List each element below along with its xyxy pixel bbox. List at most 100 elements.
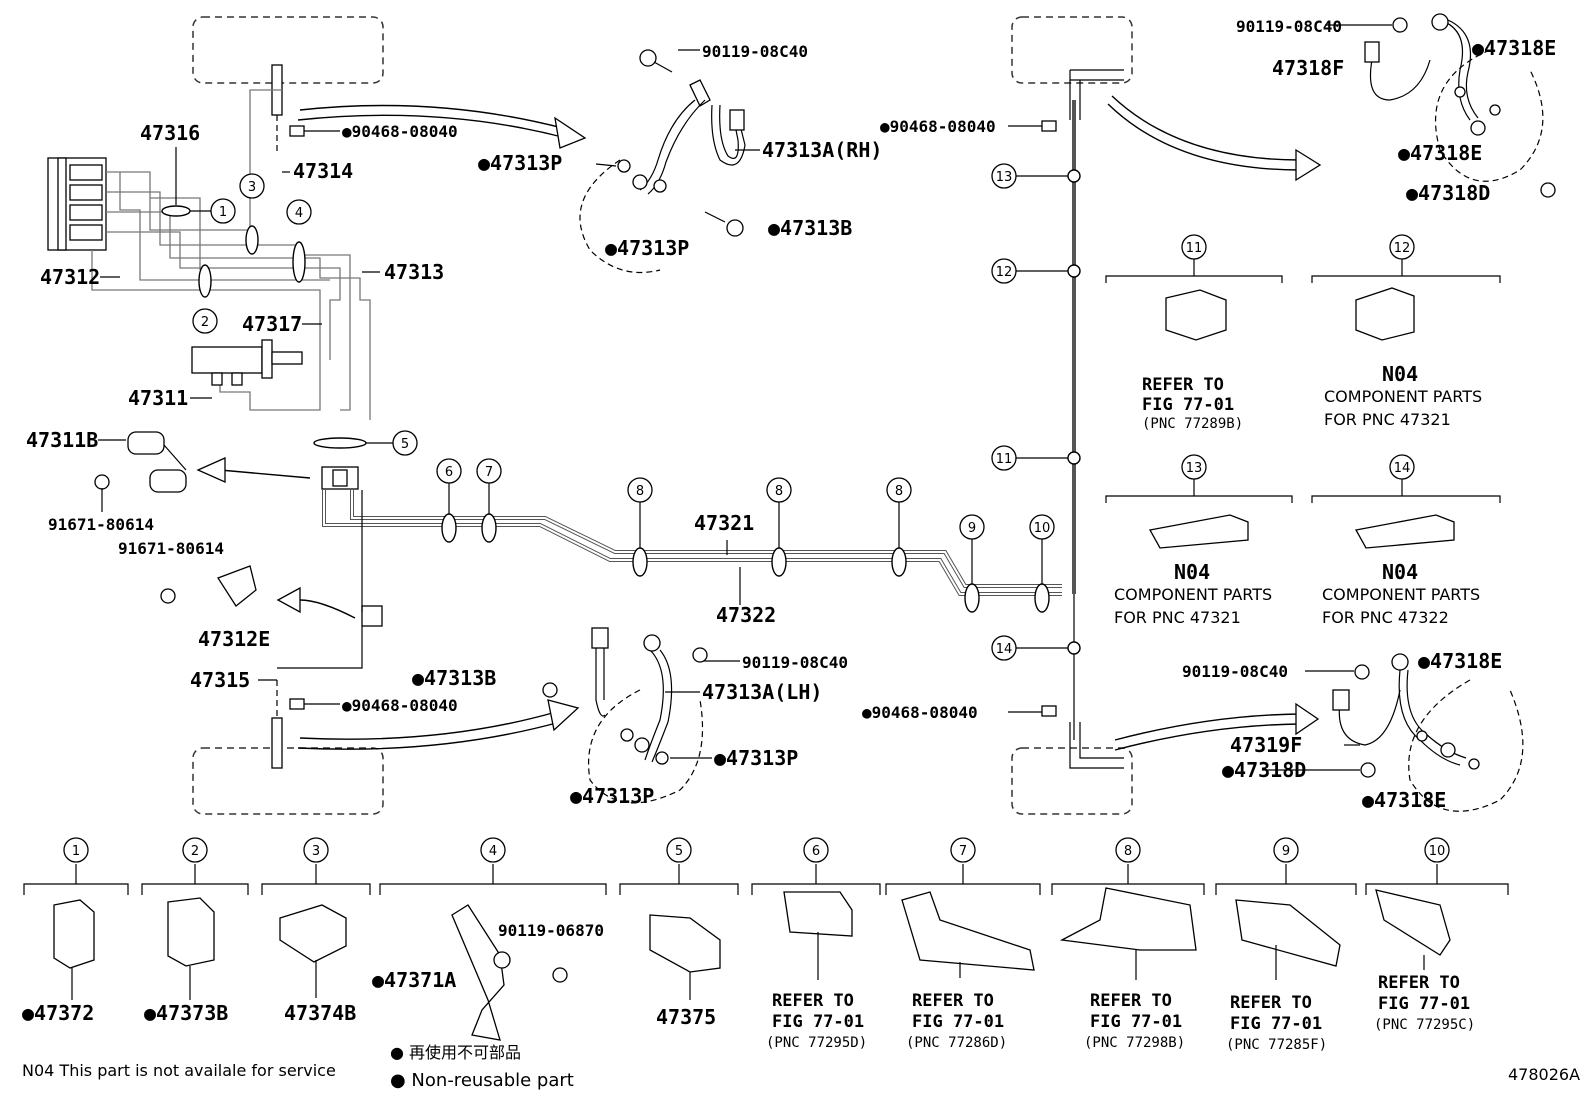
label-90119-08c40-mid: 90119-08C40 — [742, 653, 848, 672]
clamp-marker-11 — [1067, 451, 1081, 465]
callout-11: 11 — [991, 445, 1068, 471]
label-90119-08c40-br: 90119-08C40 — [1182, 662, 1288, 681]
callout-3: 3 — [239, 173, 265, 199]
b4-part: ●47371A — [372, 968, 456, 992]
svg-text:10: 10 — [1429, 844, 1446, 859]
brake-tubes-left — [91, 89, 371, 420]
legend-jp: ● 再使用不可部品 — [390, 1043, 521, 1062]
svg-text:14: 14 — [996, 642, 1013, 657]
label-47318d-a: ●47318D — [1406, 181, 1490, 205]
figure-id: 478026A — [1508, 1065, 1580, 1084]
callout-2: 2 — [192, 308, 218, 334]
clamp-marker-12 — [1067, 264, 1081, 278]
b3-part: 47374B — [284, 1001, 356, 1025]
label-47312: 47312 — [40, 265, 100, 289]
svg-text:1: 1 — [219, 205, 227, 220]
c11-fig: FIG 77-01 — [1142, 395, 1234, 415]
label-47319f: 47319F — [1230, 733, 1302, 757]
hose-stub-rear-left — [271, 717, 283, 769]
b4-bolt: 90119-06870 — [498, 921, 604, 940]
c14-line2: FOR PNC 47322 — [1322, 608, 1449, 627]
label-47316: 47316 — [140, 121, 200, 145]
clamp-marker-4 — [292, 241, 306, 283]
b7-fig: FIG 77-01 — [912, 1012, 1004, 1032]
legend-n04-note: N04 This part is not availale for servic… — [22, 1061, 336, 1080]
label-90468-08040-bl: ●90468-08040 — [342, 696, 458, 715]
flex-hose-lh-detail — [542, 627, 708, 804]
clamp-marker-10 — [1034, 583, 1050, 613]
label-47312e: 47312E — [198, 627, 270, 651]
c12-line1: COMPONENT PARTS — [1324, 387, 1482, 406]
svg-text:7: 7 — [485, 465, 493, 480]
svg-text:3: 3 — [248, 180, 256, 195]
arrow-rear-left — [299, 711, 557, 740]
svg-text:2: 2 — [201, 315, 209, 330]
callout-9: 9 — [959, 514, 985, 584]
callout-7: 7 — [476, 458, 502, 514]
b10-refer: REFER TO — [1378, 973, 1460, 993]
svg-text:9: 9 — [968, 521, 976, 536]
flex-hose-rr-bottom-detail — [1332, 653, 1524, 812]
c13-line2: FOR PNC 47321 — [1114, 608, 1241, 627]
c14-n04: N04 — [1382, 560, 1418, 584]
b7-refer: REFER TO — [912, 991, 994, 1011]
callout-14: 14 — [991, 635, 1068, 661]
clamp-detail-13-bracket — [1105, 479, 1293, 549]
svg-text:10: 10 — [1034, 521, 1051, 536]
rear-joint-block — [361, 605, 383, 627]
wheel-box-rear-right — [1011, 747, 1133, 815]
svg-text:6: 6 — [445, 465, 453, 480]
detail-num-11: 11 — [1181, 234, 1207, 260]
proportioning-valve — [191, 339, 303, 386]
center-joint-block — [321, 466, 359, 490]
label-90468-08040-br: ●90468-08040 — [862, 703, 978, 722]
clamp-marker-8b — [771, 547, 787, 577]
arrow-front-right — [1111, 95, 1301, 161]
clamp-marker-1 — [161, 205, 191, 217]
callout-5: 5 — [366, 430, 418, 456]
c13-n04: N04 — [1174, 560, 1210, 584]
label-47313: 47313 — [384, 260, 444, 284]
label-47311b: 47311B — [26, 428, 98, 452]
callout-6: 6 — [436, 458, 462, 514]
detail-num-14: 14 — [1389, 454, 1415, 480]
b8-fig: FIG 77-01 — [1090, 1012, 1182, 1032]
label-91671-80614-a: 91671-80614 — [48, 515, 154, 534]
svg-text:8: 8 — [1124, 844, 1132, 859]
svg-text:14: 14 — [1394, 461, 1411, 476]
flex-hose-rr-top-detail — [1364, 13, 1556, 198]
clamp-marker-8c — [891, 547, 907, 577]
detail-num-b6: 6 — [803, 837, 829, 863]
detail-num-b1: 1 — [63, 837, 89, 863]
label-47311: 47311 — [128, 386, 188, 410]
b9-refer: REFER TO — [1230, 993, 1312, 1013]
wheel-box-front-right — [1011, 16, 1133, 84]
label-47315: 47315 — [190, 668, 250, 692]
label-47318e-c: ●47318E — [1418, 649, 1502, 673]
flex-hose-rh-detail — [579, 49, 746, 274]
svg-text:8: 8 — [895, 484, 903, 499]
legend-en: ● Non-reusable part — [390, 1070, 574, 1091]
arrow-to-47311b — [219, 469, 311, 479]
svg-text:5: 5 — [401, 437, 409, 452]
label-47313b-bot: ●47313B — [412, 666, 496, 690]
arrow-to-47312e — [299, 599, 356, 619]
b6-fig: FIG 77-01 — [772, 1012, 864, 1032]
clamp-detail-14-bracket — [1311, 479, 1501, 549]
label-47313a-rh: 47313A(RH) — [762, 138, 882, 162]
svg-text:12: 12 — [1394, 241, 1411, 256]
clamp-marker-5 — [313, 437, 367, 449]
svg-text:2: 2 — [191, 844, 199, 859]
label-47314: 47314 — [293, 159, 353, 183]
label-90119-08c40-tr: 90119-08C40 — [1236, 17, 1342, 36]
c11-refer: REFER TO — [1142, 375, 1224, 395]
callout-8c: 8 — [886, 477, 912, 548]
svg-text:5: 5 — [675, 844, 683, 859]
svg-text:8: 8 — [636, 484, 644, 499]
clamp-marker-2 — [198, 264, 212, 298]
svg-text:1: 1 — [72, 844, 80, 859]
clamp-marker-13 — [1067, 169, 1081, 183]
callout-13: 13 — [991, 163, 1068, 189]
bracket-47312e-icon — [160, 565, 257, 607]
c11-pnc: (PNC 77289B) — [1142, 416, 1243, 432]
